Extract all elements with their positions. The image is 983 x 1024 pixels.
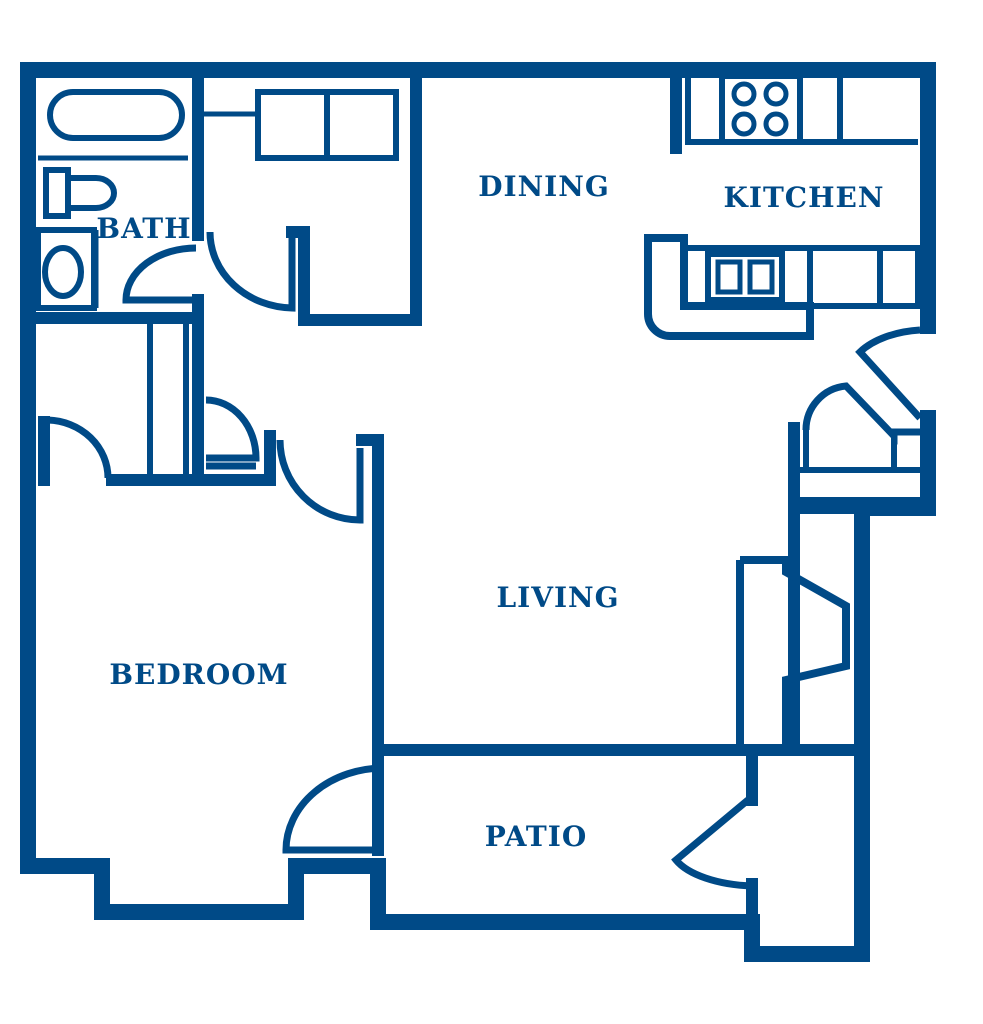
fireplace-icon: [736, 556, 850, 745]
kitchen-peninsula: [644, 234, 814, 340]
door-swing-laundry: [206, 231, 296, 312]
door-swing-closet: [47, 416, 112, 479]
room-label-kitchen: KITCHEN: [724, 181, 885, 214]
door-swing-bedroom: [276, 439, 364, 524]
room-label-patio: PATIO: [485, 820, 588, 853]
room-label-living: LIVING: [496, 581, 619, 614]
door-swing-bath: [122, 244, 197, 304]
room-label-dining: DINING: [478, 170, 610, 203]
bathtub: [47, 89, 185, 141]
stove: [719, 73, 803, 145]
closet-shelf: [147, 324, 189, 476]
door-swing-entry: [855, 326, 923, 421]
exterior-wall: [20, 62, 936, 334]
door-swing-patio: [282, 764, 385, 854]
room-label-bath: BATH: [96, 212, 191, 245]
interior-wall-entry-closet: [788, 422, 868, 751]
upper-counter: [685, 76, 918, 145]
washer-dryer: [204, 89, 399, 161]
bath-partition: [38, 155, 188, 308]
lower-counter: [684, 245, 921, 309]
entry-closet-door: [802, 382, 920, 445]
door-swing-linen: [205, 396, 260, 470]
exterior-wall-east-lower: [20, 62, 936, 962]
sink-icon: [42, 245, 84, 299]
door-swing-storage: [671, 797, 753, 890]
interior-wall-laundry-east: [286, 64, 422, 326]
kitchen-sink-icon: [705, 251, 785, 303]
room-label-bedroom: BEDROOM: [109, 658, 288, 691]
interior-wall-bedroom-east: [356, 434, 384, 768]
interior-wall-closet: [38, 416, 204, 486]
toilet: [43, 167, 117, 219]
entry-closet-shelves: [800, 430, 920, 503]
